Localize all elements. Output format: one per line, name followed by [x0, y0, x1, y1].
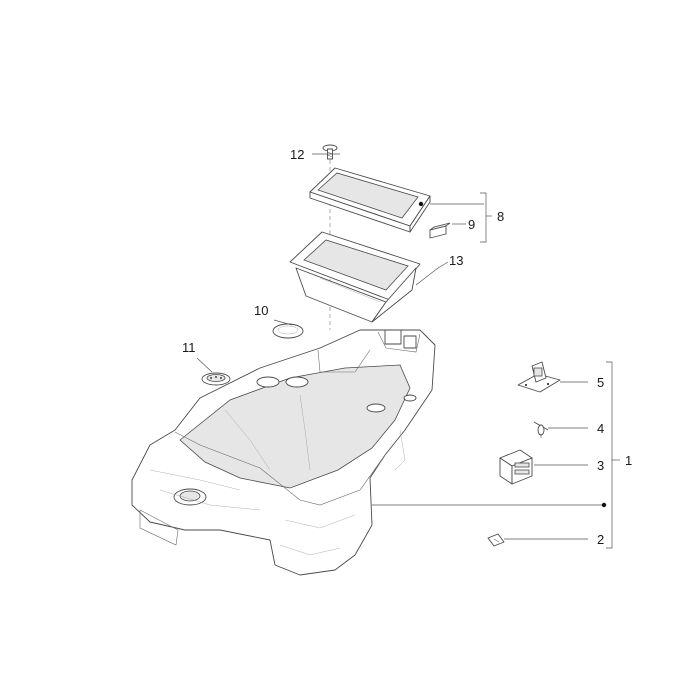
reference-dots	[418, 201, 607, 508]
callout-1: 1	[625, 453, 632, 468]
part-1-compartment-body	[131, 329, 436, 576]
callout-13: 13	[449, 253, 463, 268]
callout-12: 12	[290, 147, 304, 162]
part-9-block	[429, 222, 451, 239]
callout-labels: 12 8 9 13 10 11 5 4 3 1 2	[182, 147, 632, 547]
part-2-clip	[487, 533, 505, 547]
dot-part-8	[418, 201, 424, 207]
callout-3: 3	[597, 458, 604, 473]
part-3-latch	[499, 449, 533, 485]
part-8-lid	[309, 167, 431, 233]
callout-5: 5	[597, 375, 604, 390]
callout-2: 2	[597, 532, 604, 547]
part-10-cap	[272, 323, 304, 339]
callout-10: 10	[254, 303, 268, 318]
callout-4: 4	[597, 421, 604, 436]
dot-part-1	[601, 502, 607, 508]
part-13-tray	[289, 231, 421, 323]
callout-9: 9	[468, 217, 475, 232]
callout-11: 11	[182, 340, 196, 355]
part-4-pin	[533, 421, 549, 438]
part-12-screw	[322, 144, 338, 160]
part-11-grommet	[201, 372, 231, 386]
leader-lines	[196, 153, 620, 549]
part-5-bracket	[517, 361, 561, 393]
callout-8: 8	[497, 209, 504, 224]
